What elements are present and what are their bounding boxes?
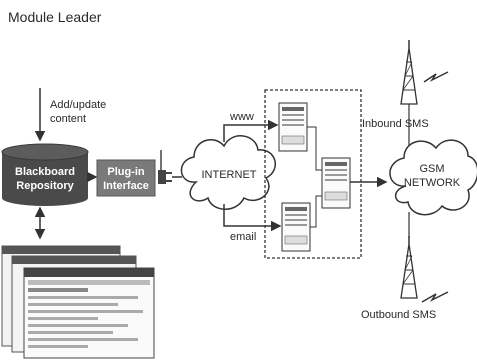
plugin-interface: Plug-in Interface [96, 159, 156, 197]
add-update-label-line1: Add/update [50, 99, 106, 111]
lightning-icon [423, 71, 449, 83]
cloud-icon [389, 139, 477, 216]
blackboard-repository: Blackboard Repository [1, 143, 89, 206]
inbound-sms-label: Inbound SMS [362, 118, 429, 130]
server-boundary [264, 89, 362, 259]
antenna-tower-icon [400, 40, 418, 105]
gsm-label-line2: NETWORK [404, 177, 461, 189]
antenna-tower-icon [400, 236, 418, 299]
mail-to-gateway-link [310, 195, 322, 228]
gsm-network-cloud: GSM NETWORK [389, 139, 477, 216]
database-icon [1, 143, 89, 206]
plug-connector-icon [158, 150, 172, 184]
web-to-gateway-link [307, 126, 322, 171]
server-icon [321, 157, 351, 209]
outbound-sms-label: Outbound SMS [361, 309, 436, 321]
cloud-icon [180, 135, 276, 210]
repository-label-line2: Repository [16, 180, 74, 192]
repository-label-line1: Blackboard [15, 166, 75, 178]
www-route [223, 119, 279, 142]
email-label: email [230, 231, 256, 243]
browser-window-icon [23, 267, 155, 359]
internet-cloud: INTERNET [180, 135, 276, 210]
plugin-label-line2: Interface [103, 180, 149, 192]
email-route [223, 204, 282, 232]
internet-label: INTERNET [202, 169, 257, 181]
plugin-label-line1: Plug-in [107, 166, 145, 178]
lightning-icon [421, 291, 449, 303]
browser-screens [1, 245, 155, 359]
www-label: www [229, 111, 254, 123]
server-icon [281, 202, 311, 252]
gsm-label-line1: GSM [419, 163, 444, 175]
server-icon [278, 102, 308, 152]
add-update-label-line2: content [50, 113, 86, 125]
module-leader-title: Module Leader [8, 9, 102, 25]
